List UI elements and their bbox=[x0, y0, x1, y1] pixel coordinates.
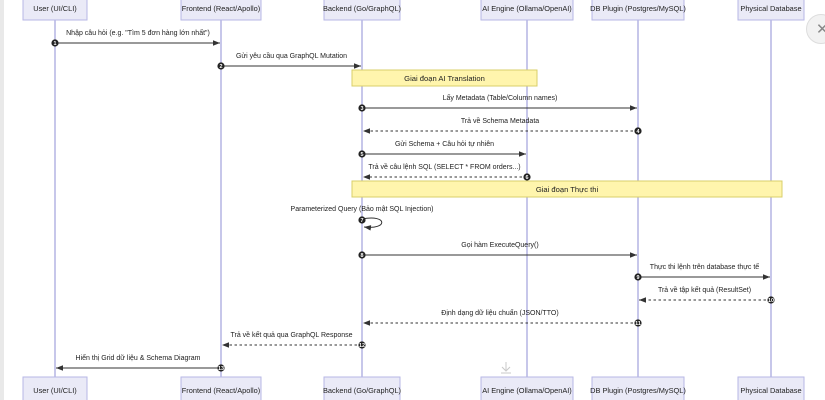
step-number-badge: 9 bbox=[634, 273, 642, 281]
participant-box-top bbox=[323, 0, 401, 21]
step-number-badge: 12 bbox=[358, 341, 366, 349]
self-message-arrow bbox=[361, 217, 383, 231]
participant-box-bottom bbox=[22, 376, 88, 400]
svg-text:7: 7 bbox=[361, 218, 364, 224]
participant-label: DB Plugin (Postgres/MySQL) bbox=[590, 386, 686, 395]
message-label: Hiển thị Grid dữ liệu & Schema Diagram bbox=[76, 354, 201, 362]
svg-text:5: 5 bbox=[361, 152, 364, 158]
svg-text:6: 6 bbox=[526, 175, 529, 181]
participant-label: Backend (Go/GraphQL) bbox=[323, 4, 401, 13]
svg-text:9: 9 bbox=[637, 275, 640, 281]
message-label: Trả về Schema Metadata bbox=[461, 116, 539, 125]
svg-text:12: 12 bbox=[359, 343, 365, 349]
left-edge-strip bbox=[0, 0, 4, 400]
participant-box-top bbox=[22, 0, 88, 21]
phase-band bbox=[351, 180, 783, 198]
step-number-badge: 2 bbox=[217, 62, 225, 70]
participant-label: AI Engine (Ollama/OpenAI) bbox=[482, 386, 572, 395]
phase-label: Giai đoạn Thực thi bbox=[536, 185, 599, 194]
message-label: Trả về câu lệnh SQL (SELECT * FROM order… bbox=[368, 162, 520, 171]
participant-label: User (UI/CLI) bbox=[33, 4, 77, 13]
svg-text:8: 8 bbox=[361, 253, 364, 259]
step-number-badge: 13 bbox=[217, 364, 225, 372]
download-icon[interactable] bbox=[501, 362, 511, 374]
message-label: Gửi Schema + Câu hỏi tự nhiên bbox=[395, 140, 494, 148]
participant-box-top bbox=[480, 0, 574, 21]
svg-text:10: 10 bbox=[768, 298, 774, 304]
participant-box-bottom bbox=[180, 376, 262, 400]
participant-label: DB Plugin (Postgres/MySQL) bbox=[590, 4, 686, 13]
participant-label: User (UI/CLI) bbox=[33, 386, 77, 395]
message-label: Gọi hàm ExecuteQuery() bbox=[461, 242, 538, 249]
participant-label: Backend (Go/GraphQL) bbox=[323, 386, 401, 395]
message-label: Trả về tập kết quả (ResultSet) bbox=[658, 285, 751, 294]
participant-label: Physical Database bbox=[740, 4, 801, 13]
participant-box-top bbox=[591, 0, 685, 21]
message-label: Định dạng dữ liệu chuẩn (JSON/TTO) bbox=[441, 309, 558, 317]
step-number-badge: 5 bbox=[358, 150, 366, 158]
participant-label: Frontend (React/Apollo) bbox=[182, 386, 260, 395]
message-label: Nhập câu hỏi (e.g. "Tìm 5 đơn hàng lớn n… bbox=[66, 28, 210, 37]
svg-text:2: 2 bbox=[220, 64, 223, 70]
participant-label: Frontend (React/Apollo) bbox=[182, 4, 260, 13]
step-number-badge: 10 bbox=[767, 296, 775, 304]
participant-box-bottom bbox=[591, 376, 685, 400]
phase-label: Giai đoạn AI Translation bbox=[404, 74, 485, 83]
participant-label: Physical Database bbox=[740, 386, 801, 395]
step-number-badge: 8 bbox=[358, 251, 366, 259]
svg-text:1: 1 bbox=[54, 41, 57, 47]
step-number-badge: 7 bbox=[358, 216, 366, 224]
svg-text:13: 13 bbox=[218, 366, 224, 372]
step-number-badge: 11 bbox=[634, 319, 642, 327]
step-number-badge: 1 bbox=[51, 39, 59, 47]
step-number-badge: 6 bbox=[523, 173, 531, 181]
step-number-badge: 4 bbox=[634, 127, 642, 135]
svg-text:11: 11 bbox=[635, 321, 641, 327]
participant-box-bottom bbox=[323, 376, 401, 400]
message-label: Lấy Metadata (Table/Column names) bbox=[443, 93, 558, 102]
message-label: Parameterized Query (Bảo mật SQL Injecti… bbox=[291, 206, 434, 213]
participant-box-top bbox=[180, 0, 262, 21]
message-label: Thực thi lệnh trên database thực tế bbox=[650, 262, 759, 271]
participant-box-bottom bbox=[737, 376, 805, 400]
participant-label: AI Engine (Ollama/OpenAI) bbox=[482, 4, 572, 13]
participant-box-top bbox=[737, 0, 805, 21]
step-number-badge: 3 bbox=[358, 104, 366, 112]
svg-text:3: 3 bbox=[361, 106, 364, 112]
phase-band bbox=[351, 69, 538, 87]
svg-text:4: 4 bbox=[637, 129, 640, 135]
participant-box-bottom bbox=[480, 376, 574, 400]
message-label: Gửi yêu cầu qua GraphQL Mutation bbox=[236, 51, 347, 60]
message-label: Trả về kết quả qua GraphQL Response bbox=[230, 330, 352, 339]
